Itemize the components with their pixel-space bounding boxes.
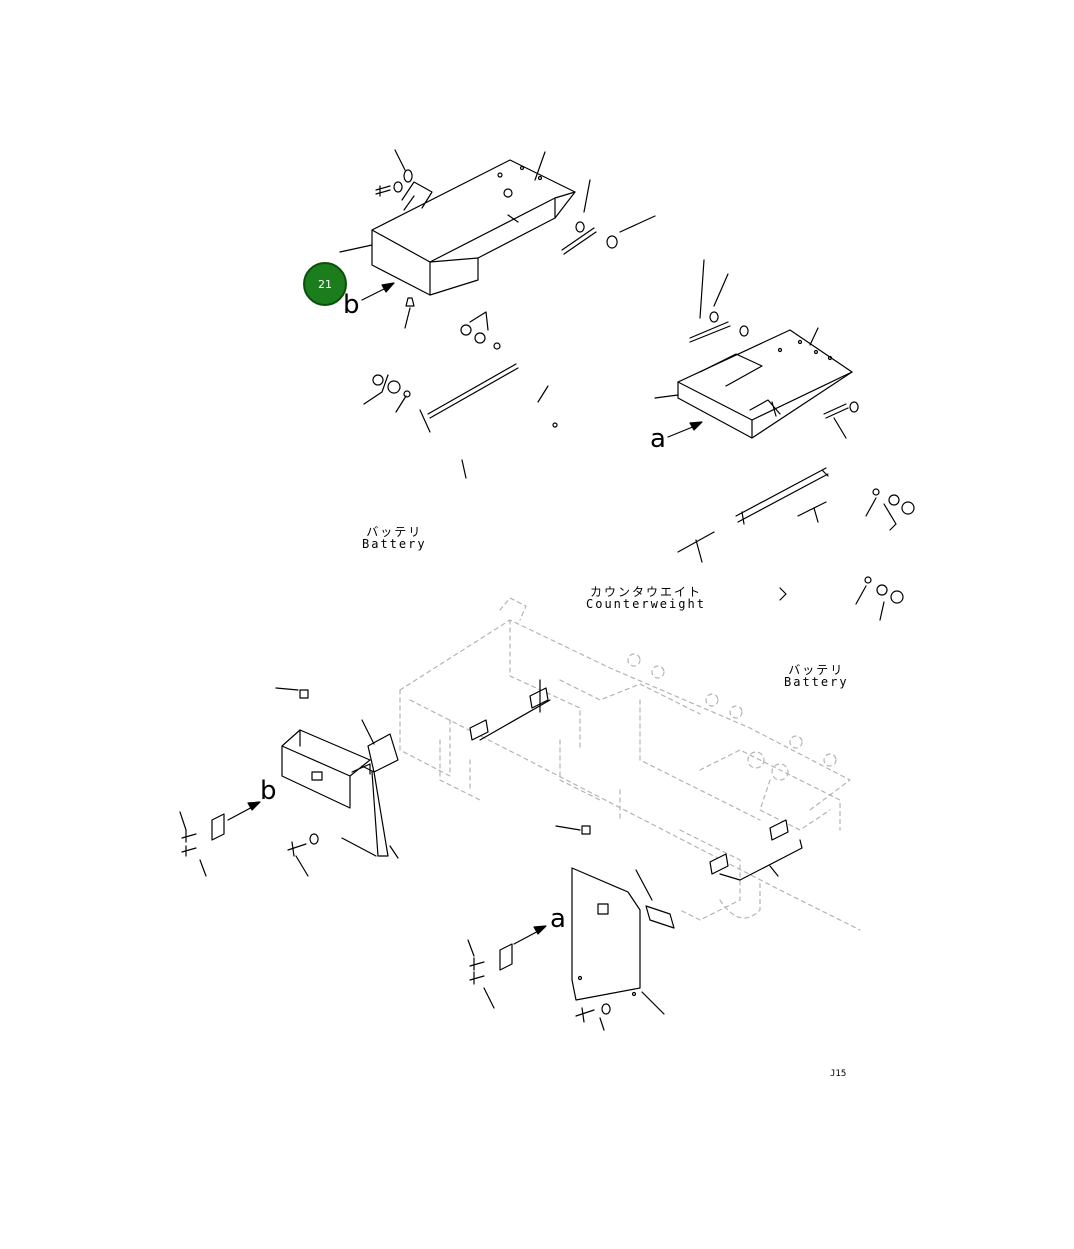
battery-cable <box>677 467 829 563</box>
counterweight-caption: カウンタウエイト Counterweight <box>586 586 706 610</box>
battery-left-caption: バッテリ Battery <box>362 526 427 550</box>
battery-left-jp: バッテリ <box>366 525 423 539</box>
callout-21-badge[interactable]: 21 <box>303 262 347 306</box>
bolt-set-right <box>823 401 859 439</box>
view-letter-b-lower: b <box>260 776 277 806</box>
battery-cover-upper-right <box>654 327 853 439</box>
battery-right-en: Battery <box>784 675 849 689</box>
clip-bolt-set-lower-center <box>467 939 611 1031</box>
nut-cluster-right <box>779 488 915 621</box>
clip-bolt-set-lower-left <box>179 811 319 877</box>
battery-left-en: Battery <box>362 537 427 551</box>
bolt-frame-left <box>275 687 591 835</box>
battery-right-jp: バッテリ <box>788 663 845 677</box>
arrow-a-lower <box>513 925 547 945</box>
battery-right-caption: バッテリ Battery <box>784 664 849 688</box>
rod-top-right <box>689 259 749 343</box>
battery-cover-upper-left <box>339 149 576 296</box>
counterweight-en: Counterweight <box>586 597 706 611</box>
pin-upper <box>404 297 415 329</box>
page-code: J15 <box>830 1069 847 1079</box>
bolt-set-upper <box>375 169 413 197</box>
view-letter-b-upper: b <box>343 290 360 320</box>
arrow-b-upper <box>361 282 395 301</box>
counterweight-frame-ghost <box>399 597 861 931</box>
rubber-pads <box>469 679 803 881</box>
counterweight-jp: カウンタウエイト <box>589 585 702 599</box>
nut-cluster-left <box>363 374 411 413</box>
battery-bracket-left <box>281 719 399 859</box>
rod-top-middle <box>561 179 656 255</box>
arrow-a-upper <box>667 421 703 438</box>
view-letter-a-upper: a <box>650 424 666 454</box>
rod-center <box>419 363 558 479</box>
battery-bracket-right <box>571 867 675 1015</box>
view-letter-a-lower: a <box>550 904 566 934</box>
arrow-b-lower <box>227 801 261 821</box>
nut-cluster-center <box>460 311 501 350</box>
